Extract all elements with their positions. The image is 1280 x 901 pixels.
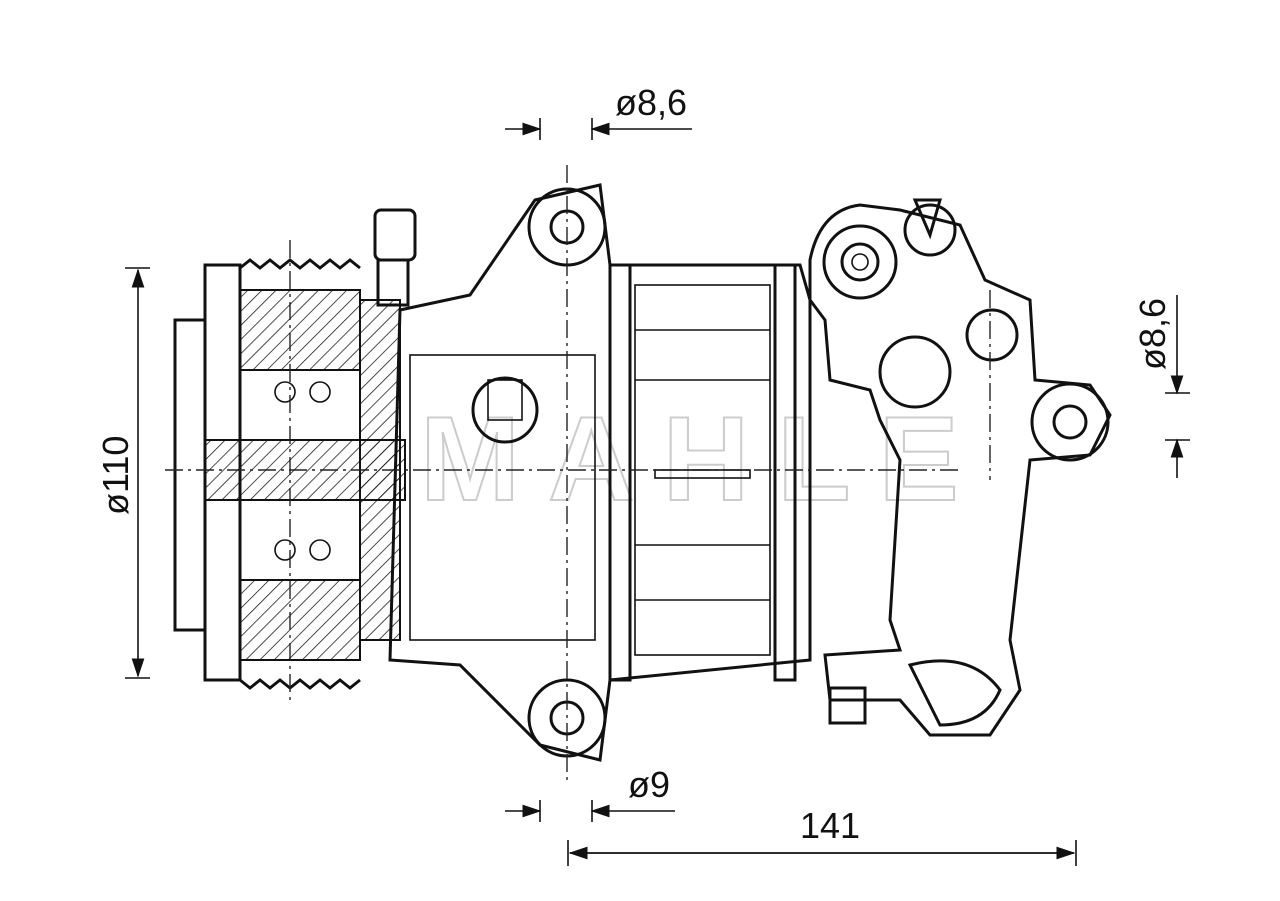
dimension-top-hole: ø8,6	[505, 82, 692, 140]
dim-bottom-hole-label: ø9	[628, 764, 670, 805]
dimension-bottom-hole: ø9	[505, 764, 675, 822]
dimension-right-hole: ø8,6	[1132, 295, 1190, 478]
dimension-length: 141	[567, 805, 1077, 866]
dim-length-label: 141	[800, 805, 860, 846]
dim-pulley-label: ø110	[95, 436, 136, 515]
watermark: MAHLE	[420, 392, 987, 526]
rear-head	[808, 198, 1112, 737]
dim-top-hole-label: ø8,6	[615, 82, 687, 123]
dimension-pulley: ø110	[95, 267, 150, 679]
dim-right-hole-label: ø8,6	[1132, 298, 1173, 370]
